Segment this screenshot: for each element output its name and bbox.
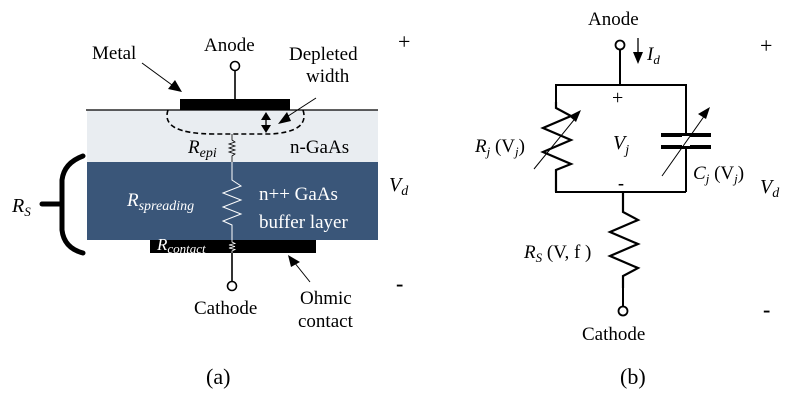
metal-pointer (141, 62, 173, 86)
n-gaas-label: n-GaAs (290, 137, 349, 158)
r-contact-label: Rcontact (156, 235, 206, 256)
rj-label: Rj (Vj) (474, 136, 525, 159)
rj-variable-arrow (533, 114, 579, 170)
anode-label-b: Anode (588, 9, 639, 30)
cj-variable-arrow (661, 114, 706, 177)
anode-label-a: Anode (204, 35, 255, 56)
plus-sign-b: + (760, 33, 772, 58)
cj-label: Cj (Vj) (693, 163, 744, 186)
metal-label: Metal (92, 43, 136, 64)
depletion-region (166, 109, 305, 135)
buffer-label-line1: n++ GaAs (259, 184, 338, 205)
minus-sign-a: - (396, 271, 403, 296)
cathode-label-b: Cathode (582, 324, 645, 345)
id-label: Id (646, 44, 660, 67)
ohmic-pointer (293, 261, 311, 283)
cathode-terminal[interactable] (226, 280, 238, 292)
cathode-label-a: Cathode (194, 298, 257, 319)
minus-sign-b: - (763, 297, 770, 322)
r-spreading-resistor (221, 162, 243, 240)
vj-minus-node: - (618, 173, 624, 193)
panel-b-equivalent-circuit: Anode Id + Rj (Vj) Vj Cj (Vj) - RS (V, f (474, 9, 780, 389)
schottky-metal (180, 99, 290, 110)
vd-label-a: Vd (389, 174, 409, 199)
r-epi-label: Repi (187, 137, 217, 161)
plus-sign-a: + (398, 29, 410, 54)
r-contact-resistor (228, 240, 237, 253)
depleted-width-label-line1: Depleted (289, 44, 358, 65)
vj-plus-node: + (612, 87, 623, 109)
rs-label-b: RS (V, f ) (523, 242, 591, 265)
vj-label: Vj (613, 132, 629, 158)
rj-resistor (540, 102, 574, 192)
panel-a-cross-section: Metal Anode Depleted width + n-GaAs Repi… (11, 29, 410, 389)
rs-resistor (607, 192, 641, 288)
rs-label-a: RS (11, 195, 31, 219)
anode-terminal[interactable] (229, 60, 241, 72)
vd-label-b: Vd (760, 176, 780, 201)
r-epi-resistor (227, 134, 237, 175)
r-spreading-label: Rspreading (126, 190, 194, 214)
anode-terminal-b[interactable] (614, 39, 626, 51)
depleted-width-arrow (261, 112, 271, 133)
caption-a: (a) (206, 364, 230, 389)
ohmic-contact-metal (150, 240, 316, 253)
depleted-width-label-line2: width (306, 66, 350, 87)
ohmic-contact-label-line2: contact (298, 311, 354, 332)
rs-bracket (59, 153, 86, 256)
cathode-terminal-b[interactable] (617, 305, 629, 317)
caption-b: (b) (620, 364, 646, 389)
buffer-label-line2: buffer layer (259, 212, 348, 233)
ohmic-contact-label-line1: Ohmic (300, 288, 352, 309)
